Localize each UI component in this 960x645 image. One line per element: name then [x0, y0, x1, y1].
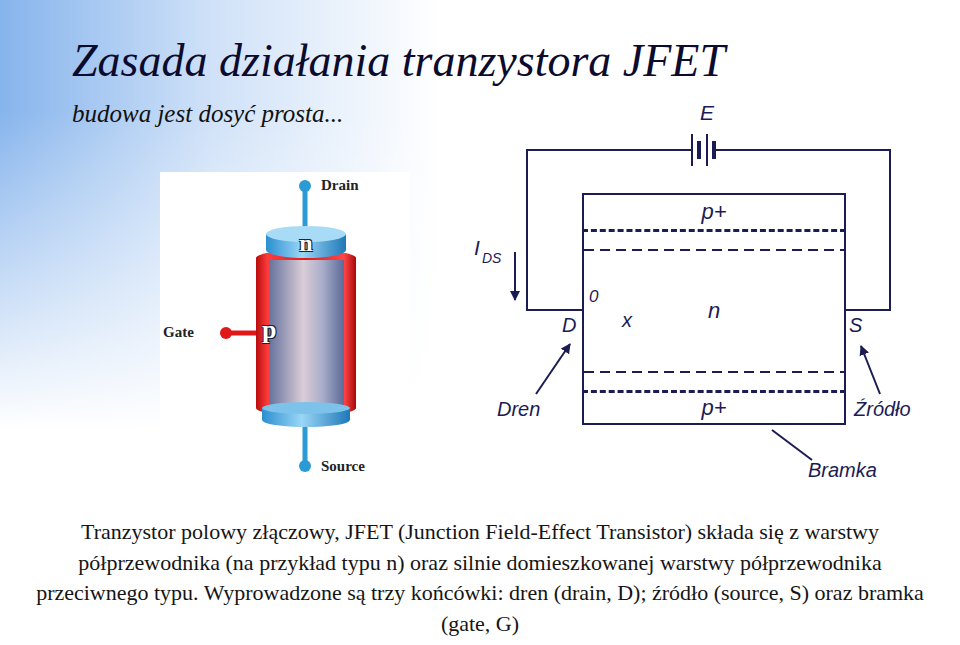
callout-label: Bramka	[808, 459, 877, 482]
terminal-name: Source	[321, 458, 365, 475]
node-label: p	[262, 316, 276, 345]
axis-label: x	[622, 309, 632, 332]
channel-core	[270, 260, 344, 410]
picture-panel	[160, 172, 410, 480]
gate-terminal	[220, 327, 232, 339]
current-symbol: I	[474, 236, 480, 260]
drain-terminal	[299, 180, 311, 192]
node-label: n	[299, 230, 312, 256]
callout-label: Dren	[497, 398, 540, 421]
slide-caption: Tranzystor polowy złączowy, JFET (Juncti…	[22, 517, 938, 639]
terminal-name: Gate	[163, 324, 194, 341]
depletion-boundary	[584, 249, 844, 251]
sleeve-body	[256, 250, 356, 416]
pointer-arrow	[861, 346, 880, 394]
terminal-letter: D	[562, 314, 576, 337]
battery-plate	[712, 141, 716, 159]
battery-plate	[691, 134, 693, 166]
battery-plate	[697, 141, 701, 159]
bottom-cap-top	[262, 402, 350, 414]
node-label: n	[708, 299, 720, 323]
axis-origin: 0	[589, 287, 598, 307]
current-arrow	[514, 252, 516, 300]
subtitle: budowa jest dosyć prosta...	[72, 100, 343, 129]
n-region-cap: n	[266, 226, 346, 260]
slide-title: Zasada działania tranzystora JFET	[72, 34, 725, 87]
drain-wire	[303, 190, 308, 232]
leader-line	[772, 430, 812, 460]
pointer-arrow	[536, 344, 570, 394]
gate-wire	[231, 331, 260, 336]
terminal-name: Drain	[321, 177, 359, 194]
callout-label: Źródło	[854, 398, 911, 421]
p-plus-layer: p+	[582, 390, 846, 425]
p-region-sleeve: p	[256, 248, 356, 428]
p-plus-layer: p+	[582, 193, 846, 232]
source-wire	[303, 426, 308, 461]
source-terminal	[299, 460, 311, 472]
battery-label: E	[700, 101, 714, 125]
terminal-letter: S	[849, 314, 862, 337]
node-label: p+	[701, 200, 726, 224]
n-channel: n	[582, 232, 846, 390]
circuit-wires	[515, 134, 890, 460]
node-label: p+	[701, 396, 726, 420]
current-subscript: DS	[482, 250, 501, 266]
depletion-boundary	[584, 371, 844, 373]
battery-plate	[706, 134, 708, 166]
